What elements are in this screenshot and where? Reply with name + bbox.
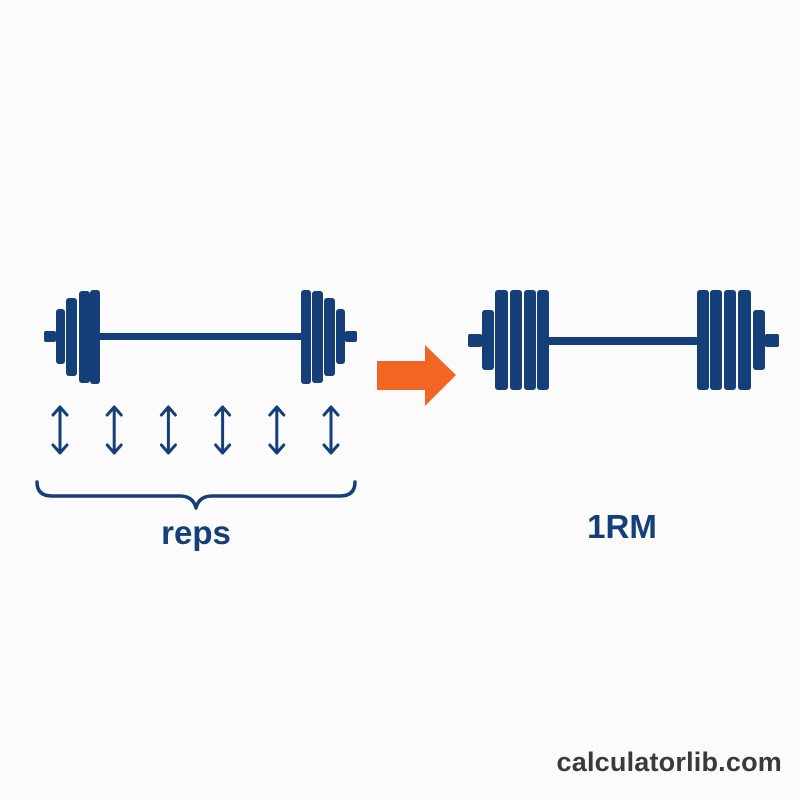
barbell-plate xyxy=(697,290,709,390)
up-down-arrow-icon xyxy=(214,405,232,455)
barbell-plate xyxy=(495,290,508,390)
barbell-plate xyxy=(738,290,751,390)
barbell-bar xyxy=(546,337,698,345)
up-down-arrow-icon xyxy=(159,405,177,455)
barbell-collar-right xyxy=(345,331,357,342)
barbell-plate xyxy=(301,290,311,384)
barbell-plate xyxy=(524,290,536,390)
curly-brace-icon xyxy=(35,480,357,510)
barbell-plate xyxy=(90,290,100,384)
barbell-plate xyxy=(482,310,494,370)
barbell-plate xyxy=(336,309,345,364)
barbell-collar-left xyxy=(468,334,482,347)
right-arrow-icon xyxy=(377,345,456,406)
barbell-plate xyxy=(312,291,323,383)
barbell-plate xyxy=(724,290,736,390)
barbell-bar xyxy=(98,333,308,340)
barbell-plate xyxy=(66,298,77,376)
barbell-plate xyxy=(56,309,65,364)
up-down-arrow-icon xyxy=(268,405,286,455)
rep-arrows-group xyxy=(51,405,340,455)
barbell-plate xyxy=(537,290,549,390)
reps-label: reps xyxy=(161,514,231,551)
barbell-plate xyxy=(753,310,765,370)
watermark: calculatorlib.com xyxy=(556,747,782,777)
up-down-arrow-icon xyxy=(105,405,123,455)
barbell-plate xyxy=(510,290,522,390)
large-barbell-icon xyxy=(468,290,779,390)
one-rep-max-label: 1RM xyxy=(587,508,657,545)
barbell-collar-right xyxy=(765,334,779,347)
barbell-plate xyxy=(710,290,722,390)
small-barbell-icon xyxy=(44,290,357,384)
barbell-plate xyxy=(324,298,335,376)
barbell-plate xyxy=(79,291,90,383)
barbell-collar-left xyxy=(44,331,56,342)
up-down-arrow-icon xyxy=(51,405,69,455)
up-down-arrow-icon xyxy=(322,405,340,455)
